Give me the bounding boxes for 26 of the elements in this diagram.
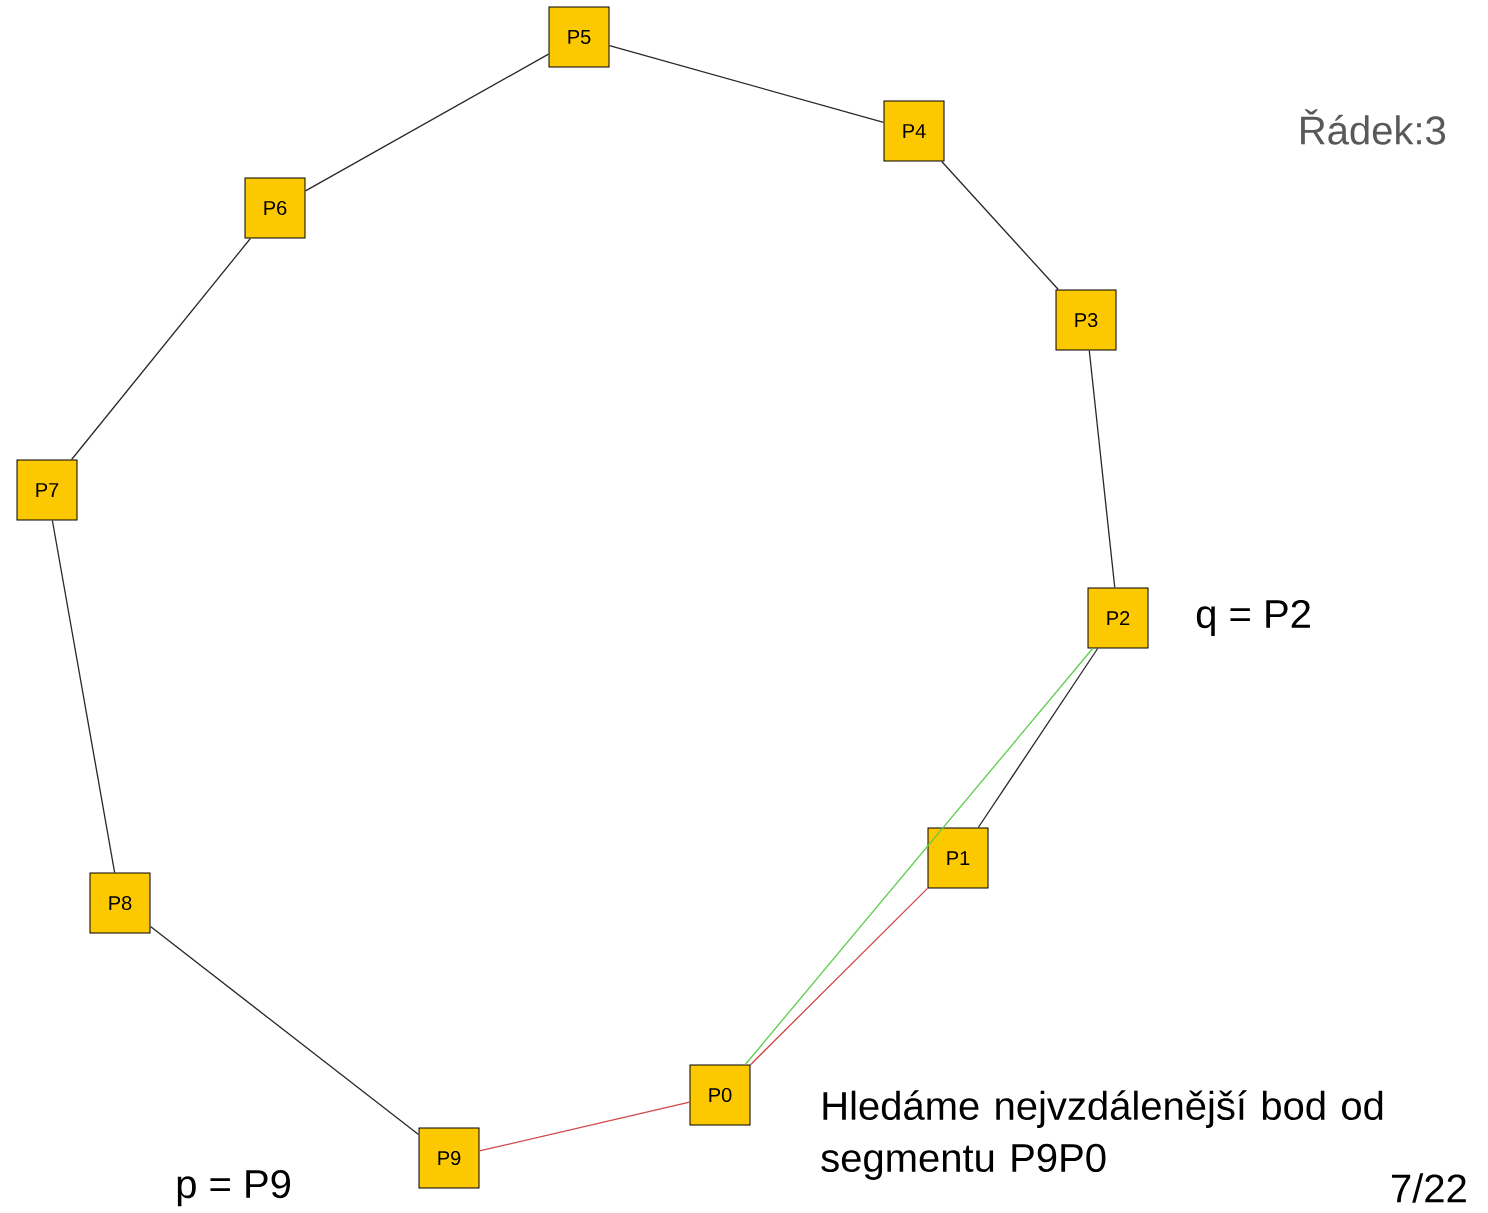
note-text: Hledáme nejvzdálenější bod od segmentu P9P0 <box>821 1090 1383 1180</box>
point-box: P6 <box>244 177 306 239</box>
point-box: P0 <box>689 1064 751 1126</box>
polygon-edge <box>51 519 116 874</box>
point-box: P4 <box>883 100 945 162</box>
polygon-edge <box>977 647 1099 829</box>
polygon-edge <box>941 160 1059 291</box>
polygon-edge <box>749 887 929 1066</box>
point-box: P5 <box>548 6 610 68</box>
note-text: 7/22 <box>1392 1173 1466 1203</box>
point-box: P2 <box>1087 587 1149 649</box>
point-box: P3 <box>1055 289 1117 351</box>
point-box: P9 <box>418 1127 480 1189</box>
polygon-edge <box>149 925 420 1136</box>
point-box: P8 <box>89 872 151 934</box>
polygon-edge <box>478 1101 691 1152</box>
point-box: P7 <box>16 459 78 521</box>
point-box: P1 <box>927 827 989 889</box>
polygon-edge <box>744 647 1094 1066</box>
note-text: Řádek:3 <box>1301 109 1446 145</box>
point-caption: p = P9 <box>177 1169 291 1207</box>
polygon-edge <box>304 53 550 192</box>
polygon-edge <box>70 237 252 461</box>
point-caption: q = P2 <box>1196 599 1310 637</box>
polygon-edge <box>1088 349 1116 589</box>
polygon-edge <box>608 44 885 124</box>
